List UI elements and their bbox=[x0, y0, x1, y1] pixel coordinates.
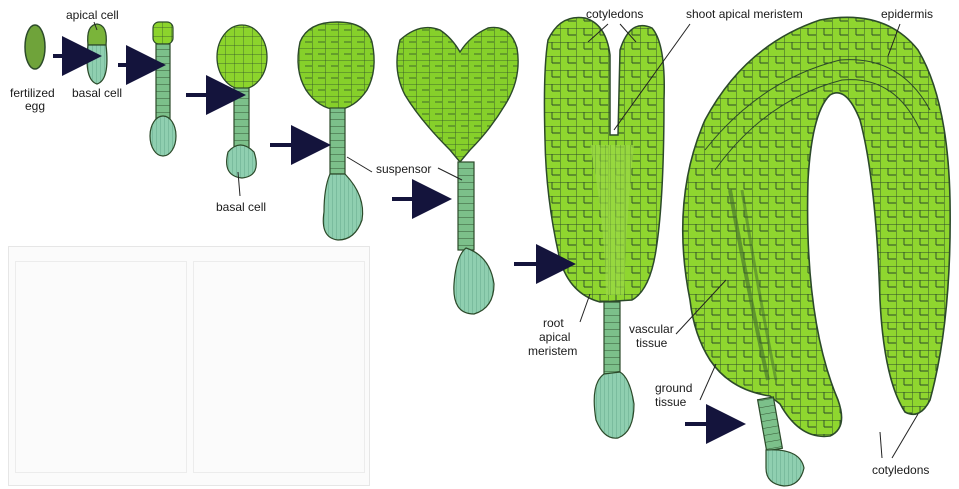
label-apical-cell: apical cell bbox=[66, 8, 119, 22]
globular-embryo-shape bbox=[297, 21, 375, 241]
progression-arrows bbox=[53, 36, 746, 444]
label-shoot-apical-meristem: shoot apical meristem bbox=[686, 7, 803, 21]
label-vascular-tissue-line2: tissue bbox=[636, 336, 668, 350]
faded-panel-left bbox=[15, 261, 187, 473]
label-ground-tissue-line1: ground bbox=[655, 381, 692, 395]
label-suspensor: suspensor bbox=[376, 162, 431, 176]
fertilized-egg-shape bbox=[24, 24, 46, 70]
heart-stage-embryo-shape bbox=[396, 26, 519, 315]
mature-embryo-shape bbox=[681, 16, 951, 487]
label-fertilized-egg-line2: egg bbox=[25, 99, 45, 113]
label-basal-cell-2: basal cell bbox=[216, 200, 266, 214]
globular-early-embryo-shape bbox=[216, 24, 268, 179]
label-vascular-tissue-line1: vascular bbox=[629, 322, 674, 336]
label-leader-lines bbox=[93, 21, 919, 459]
label-fertilized-egg-line1: fertilized bbox=[10, 86, 55, 100]
diagram-labels: fertilized egg apical cell basal cell ba… bbox=[10, 7, 933, 477]
label-root-apical-meristem-line2: apical bbox=[539, 330, 570, 344]
label-ground-tissue-line2: tissue bbox=[655, 395, 687, 409]
label-cotyledons-top: cotyledons bbox=[586, 7, 643, 21]
label-root-apical-meristem-line1: root bbox=[543, 316, 564, 330]
label-root-apical-meristem-line3: meristem bbox=[528, 344, 577, 358]
torpedo-stage-embryo-shape bbox=[543, 16, 665, 439]
faded-panel-right bbox=[193, 261, 365, 473]
filament-embryo-shape bbox=[149, 21, 177, 157]
label-epidermis: epidermis bbox=[881, 7, 933, 21]
faded-background-figure bbox=[8, 246, 370, 486]
two-cell-embryo-shape bbox=[86, 23, 108, 85]
label-cotyledons-bottom: cotyledons bbox=[872, 463, 929, 477]
label-basal-cell-1: basal cell bbox=[72, 86, 122, 100]
